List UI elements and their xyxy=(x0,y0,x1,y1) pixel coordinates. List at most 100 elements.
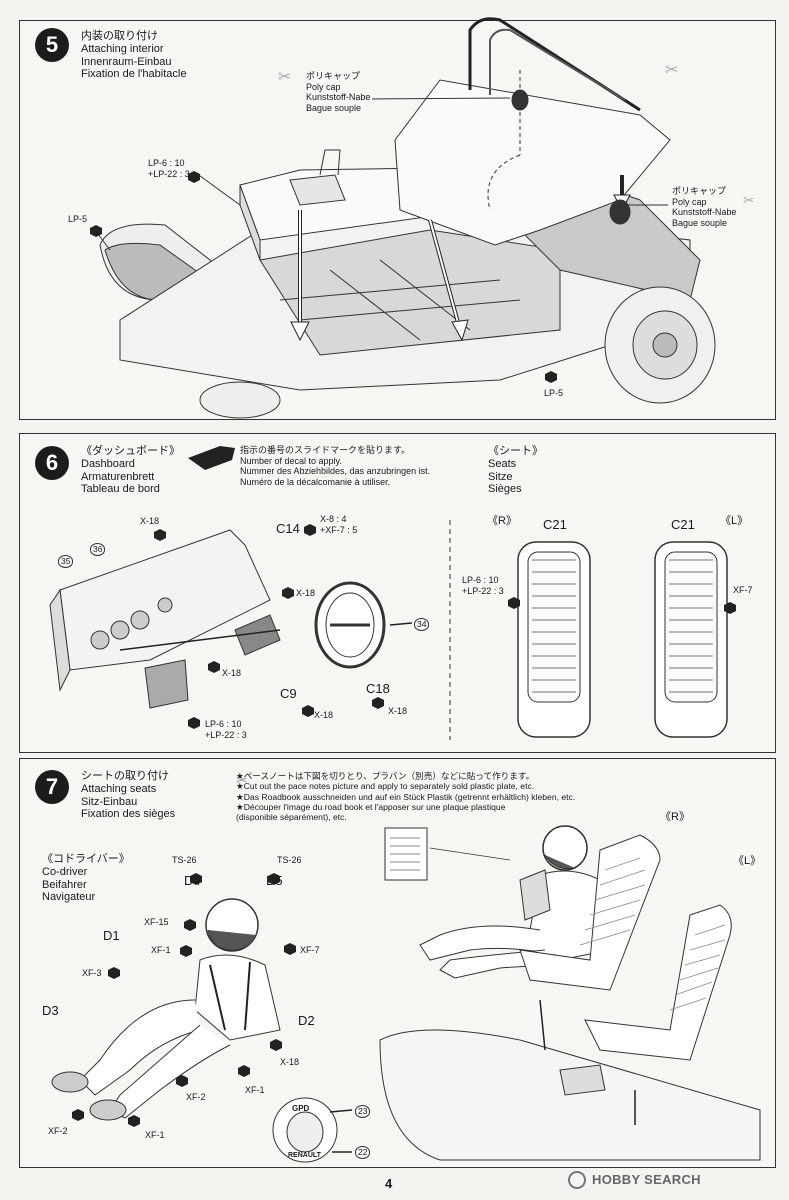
step5-title-fr: Fixation de l'habitacle xyxy=(81,68,187,81)
step5-title-en: Attaching interior xyxy=(81,42,164,55)
x18-label: X-18 xyxy=(280,1057,300,1067)
step5-lp6-label: LP-6 : 10 +LP-22 : 3 xyxy=(148,158,190,179)
seats-title: 《シート》 Seats Sitze Sièges xyxy=(488,445,543,496)
pace-note-fr: ★Découper l'image du road book et l'appo… xyxy=(236,801,506,812)
seat-l-label: 《L》 xyxy=(720,515,749,527)
seat-r-paint-1: LP-6 : 10 xyxy=(462,575,499,585)
seat-r-part: C21 xyxy=(543,517,567,532)
d2-part: D2 xyxy=(298,1013,315,1028)
svg-text:✂: ✂ xyxy=(743,192,755,208)
decal-35-marker: 35 xyxy=(58,555,74,568)
step5-title: 内装の取り付け Attaching interior Innenraum-Ein… xyxy=(81,30,186,81)
step6-c9: C9 xyxy=(280,686,297,701)
step7-number: 7 xyxy=(35,770,69,804)
seats-title-ja: 《シート》 xyxy=(488,445,543,457)
pace-note-de: ★Das Roadbook ausschneiden und auf ein S… xyxy=(236,791,576,802)
seats-title-de: Sitze xyxy=(488,470,513,483)
step5-lp5-bottom: LP-5 xyxy=(544,388,564,398)
codriver-title-ja: 《コドライバー》 xyxy=(42,853,130,865)
step6-number: 6 xyxy=(35,446,69,480)
polycap-right-de: Kunststoff-Nabe xyxy=(672,207,737,217)
ts26-b: TS-26 xyxy=(277,855,302,865)
codriver-title: 《コドライバー》 Co-driver Beifahrer Navigateur xyxy=(42,853,130,904)
step6-title-en: Dashboard xyxy=(81,457,135,470)
pace-notes-note: ★ペースノートは下図を切りとり、プラバン（別売）などに貼って作ります。 ★Cut… xyxy=(236,771,575,822)
step7-title-ja: シートの取り付け xyxy=(81,770,169,782)
step6-x18-c9: X-18 xyxy=(314,710,334,720)
step6-lp6-bottom: LP-6 : 10 +LP-22 : 3 xyxy=(205,719,247,740)
step7-r-label: 《R》 xyxy=(660,811,690,823)
step6-x18-mid: X-18 xyxy=(222,668,242,678)
step5-lp6-line1: LP-6 : 10 xyxy=(148,158,185,168)
xf7-label: XF-7 xyxy=(300,945,320,955)
helmet-decal-text-top: GPD xyxy=(292,1104,310,1113)
step7-title-en: Attaching seats xyxy=(81,782,157,795)
step7-l-label: 《L》 xyxy=(733,855,762,867)
polycap-top-ja: ポリキャップ xyxy=(306,71,361,81)
decal-23-marker: 23 xyxy=(355,1105,371,1118)
step7-title: シートの取り付け Attaching seats Sitz-Einbau Fix… xyxy=(81,770,175,821)
decal-note-de: Nummer des Abziehbildes, das anzubringen… xyxy=(240,466,431,476)
page-number: 4 xyxy=(385,1176,393,1191)
pace-note-ja: ★ペースノートは下図を切りとり、プラバン（別売）などに貼って作ります。 xyxy=(236,771,535,781)
polycap-right-fr: Bague souple xyxy=(672,217,728,228)
step6-title-de: Armaturenbrett xyxy=(81,470,155,483)
polycap-right-en: Poly cap xyxy=(672,196,707,207)
step6-c14-mix-1: X-8 : 4 xyxy=(320,514,347,524)
watermark: HOBBY SEARCH xyxy=(592,1172,701,1187)
seats-title-fr: Sièges xyxy=(488,483,522,496)
d5-part: D5 xyxy=(266,873,283,888)
codriver-title-de: Beifahrer xyxy=(42,878,87,891)
seat-l-paint: XF-7 xyxy=(733,585,753,595)
polycap-top-fr: Bague souple xyxy=(306,102,362,113)
step7-title-fr: Fixation des sièges xyxy=(81,808,176,821)
d3-part: D3 xyxy=(42,1003,59,1018)
codriver-title-fr: Navigateur xyxy=(42,891,96,904)
svg-text:✂: ✂ xyxy=(236,772,248,788)
svg-text:✂: ✂ xyxy=(665,62,678,79)
step5-lp5-left: LP-5 xyxy=(68,214,88,224)
step6-title-fr: Tableau de bord xyxy=(81,483,160,496)
hobby-search-logo-icon xyxy=(568,1171,586,1189)
step6-c14-mix: X-8 : 4 +XF-7 : 5 xyxy=(320,514,357,535)
decal-34-marker: 34 xyxy=(414,618,430,631)
step6-lp6-bottom-1: LP-6 : 10 xyxy=(205,719,242,729)
polycap-right-ja: ポリキャップ xyxy=(672,186,727,196)
codriver-title-en: Co-driver xyxy=(42,865,88,878)
xf3-label: XF-3 xyxy=(82,968,102,978)
step5-title-ja: 内装の取り付け xyxy=(81,30,158,42)
xf1-b-label: XF-1 xyxy=(245,1085,265,1095)
seat-l-part: C21 xyxy=(671,517,695,532)
step5-lp6-line2: +LP-22 : 3 xyxy=(148,168,190,179)
xf1-c-label: XF-1 xyxy=(145,1130,165,1140)
step5-illustration: ✂ ✂ ✂ xyxy=(90,17,755,419)
seat-r-paint: LP-6 : 10 +LP-22 : 3 xyxy=(462,575,504,596)
xf2-b-label: XF-2 xyxy=(48,1126,68,1136)
polycap-top-en: Poly cap xyxy=(306,81,341,92)
step6-title: 《ダッシュボード》 Dashboard Armaturenbrett Table… xyxy=(81,445,180,496)
decal-36-marker: 36 xyxy=(90,543,106,556)
decal-note-ja: 指示の番号のスライドマークを貼ります。 xyxy=(240,445,411,455)
step6-title-ja: 《ダッシュボード》 xyxy=(81,445,180,457)
seat-r-label: 《R》 xyxy=(487,515,517,527)
polycap-top-de: Kunststoff-Nabe xyxy=(306,92,371,102)
polycap-label-top: ポリキャップ Poly cap Kunststoff-Nabe Bague so… xyxy=(306,71,370,113)
decal-note-fr: Numéro de la décalcomanie à utiliser. xyxy=(240,476,391,487)
decal-note-en: Number of decal to apply. xyxy=(240,455,342,466)
decal-note: 指示の番号のスライドマークを貼ります。 Number of decal to a… xyxy=(240,445,430,487)
decal-22-marker: 22 xyxy=(355,1146,371,1159)
d1-part: D1 xyxy=(103,928,120,943)
xf15-label: XF-15 xyxy=(144,917,169,927)
step5-number: 5 xyxy=(35,28,69,62)
step6-c14: C14 xyxy=(276,521,300,536)
helmet-decal-text-bottom: RENAULT xyxy=(288,1152,321,1159)
xf2-a-label: XF-2 xyxy=(186,1092,206,1102)
step6-x18-top: X-18 xyxy=(140,516,160,526)
seat-r-paint-2: +LP-22 : 3 xyxy=(462,585,504,596)
pace-note-en: ★Cut out the pace notes picture and appl… xyxy=(236,781,535,792)
step5-title-de: Innenraum-Einbau xyxy=(81,55,172,68)
step6-lp6-bottom-2: +LP-22 : 3 xyxy=(205,729,247,740)
polycap-label-right: ポリキャップ Poly cap Kunststoff-Nabe Bague so… xyxy=(672,186,736,228)
